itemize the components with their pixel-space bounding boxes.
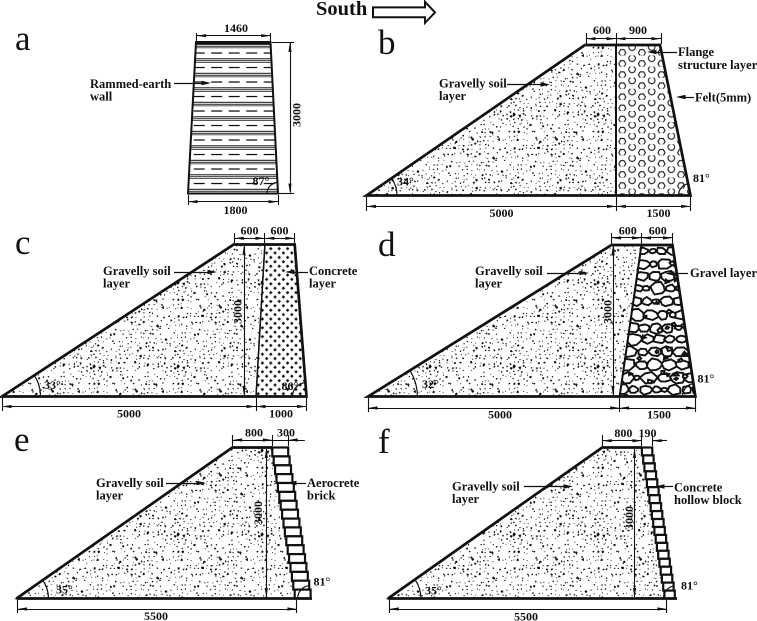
svg-text:34°: 34° [397, 175, 414, 189]
svg-text:5000: 5000 [117, 407, 141, 421]
svg-text:86°: 86° [282, 379, 299, 393]
svg-text:Gravelly soil: Gravelly soil [103, 264, 171, 278]
svg-text:c: c [15, 223, 31, 262]
svg-text:b: b [378, 23, 396, 62]
svg-text:190: 190 [639, 426, 657, 440]
svg-text:1500: 1500 [647, 206, 671, 220]
svg-text:layer: layer [96, 489, 124, 503]
svg-text:600: 600 [593, 23, 611, 37]
svg-text:Rammed-earth: Rammed-earth [90, 77, 171, 91]
svg-text:d: d [378, 225, 396, 264]
svg-text:5500: 5500 [144, 609, 168, 621]
svg-text:600: 600 [241, 223, 259, 237]
svg-text:3000: 3000 [251, 501, 265, 525]
svg-text:f: f [378, 422, 390, 461]
svg-text:81°: 81° [698, 372, 715, 386]
svg-text:1460: 1460 [224, 21, 248, 35]
svg-text:layer: layer [475, 277, 503, 291]
svg-text:3000: 3000 [622, 506, 636, 530]
svg-text:wall: wall [90, 90, 113, 104]
svg-text:3000: 3000 [231, 300, 245, 324]
svg-text:300: 300 [277, 425, 295, 439]
svg-text:1500: 1500 [647, 408, 671, 422]
svg-text:81°: 81° [681, 579, 698, 593]
svg-text:Gravelly soil: Gravelly soil [452, 480, 520, 494]
svg-text:layer: layer [309, 277, 337, 291]
svg-text:5000: 5000 [488, 408, 512, 422]
svg-text:800: 800 [245, 425, 263, 439]
svg-text:5500: 5500 [514, 610, 538, 621]
svg-text:900: 900 [629, 23, 647, 37]
svg-text:layer: layer [452, 492, 480, 506]
svg-text:81°: 81° [314, 575, 331, 589]
svg-text:35°: 35° [425, 584, 442, 598]
svg-text:600: 600 [619, 223, 637, 237]
svg-text:33°: 33° [44, 378, 61, 392]
svg-text:a: a [15, 19, 31, 58]
svg-text:Felt(5mm): Felt(5mm) [695, 91, 751, 105]
svg-text:structure layer: structure layer [678, 58, 757, 72]
svg-text:1000: 1000 [269, 407, 293, 421]
svg-text:600: 600 [649, 223, 667, 237]
svg-text:3000: 3000 [290, 103, 304, 127]
svg-text:5000: 5000 [490, 206, 514, 220]
svg-text:35°: 35° [56, 583, 73, 597]
svg-text:87°: 87° [253, 174, 270, 188]
svg-text:South: South [316, 0, 368, 20]
svg-text:Concrete: Concrete [309, 264, 358, 278]
svg-text:800: 800 [614, 426, 632, 440]
svg-text:layer: layer [439, 89, 467, 103]
svg-text:3000: 3000 [601, 300, 615, 324]
svg-text:layer: layer [103, 277, 131, 291]
svg-text:brick: brick [307, 489, 336, 503]
svg-text:600: 600 [271, 223, 289, 237]
svg-text:Flange: Flange [678, 45, 715, 59]
svg-text:Concrete: Concrete [674, 481, 723, 495]
svg-text:81°: 81° [693, 171, 710, 185]
svg-text:Aerocrete: Aerocrete [307, 476, 360, 490]
svg-text:hollow block: hollow block [674, 493, 742, 507]
svg-text:32°: 32° [422, 377, 439, 391]
svg-text:Gravelly soil: Gravelly soil [439, 77, 507, 91]
svg-text:1800: 1800 [224, 203, 248, 217]
svg-text:Gravelly soil: Gravelly soil [475, 264, 543, 278]
svg-text:e: e [14, 420, 30, 459]
svg-text:Gravel layer: Gravel layer [690, 266, 757, 280]
svg-text:Gravelly soil: Gravelly soil [96, 476, 164, 490]
